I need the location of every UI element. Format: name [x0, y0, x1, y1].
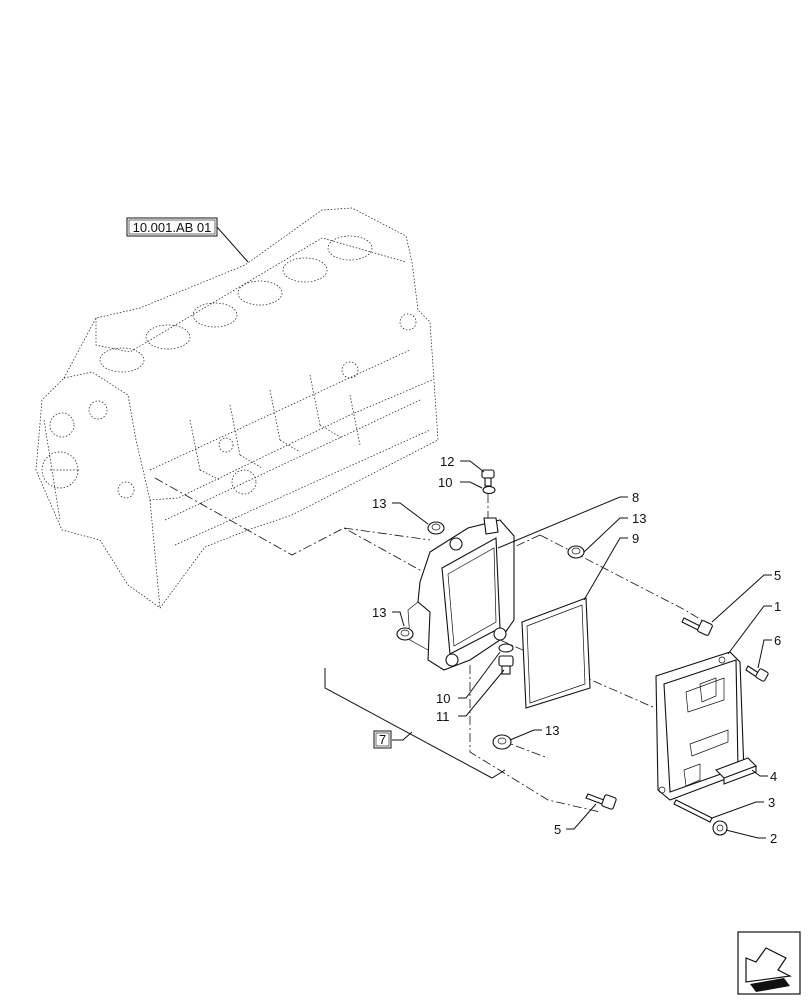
callout-2: 2: [770, 831, 777, 846]
bolt-part-5-lower: [585, 793, 617, 810]
cover-part-4: [715, 757, 757, 785]
bolt-part-5-upper: [681, 617, 713, 636]
gasket-part-9: [521, 597, 591, 709]
callout-13-left-mid: 13: [372, 605, 386, 620]
callout-leaders: [392, 460, 772, 839]
callout-3: 3: [768, 795, 775, 810]
bracket-part-8: [407, 517, 515, 671]
callout-8: 8: [632, 490, 639, 505]
reference-box[interactable]: 10.001.AB 01: [126, 217, 218, 237]
bushings-part-13: [396, 521, 585, 750]
o-ring-part-10-top: [482, 485, 496, 495]
callout-9: 9: [632, 531, 639, 546]
callout-13-left-top: 13: [372, 496, 386, 511]
callout-1: 1: [774, 599, 781, 614]
stud-part-3: [673, 799, 713, 823]
callout-5-upper: 5: [774, 568, 781, 583]
callout-11: 11: [436, 709, 450, 724]
callout-12: 12: [440, 454, 454, 469]
screw-part-6: [745, 665, 769, 682]
callout-10-bottom: 10: [436, 691, 450, 706]
group-label-box[interactable]: 7: [373, 730, 392, 749]
group-bracket-line: [324, 668, 506, 779]
o-ring-part-10-bottom: [498, 643, 514, 653]
screw-part-12: [481, 469, 495, 487]
callout-labels: 12 10 13 8 13 9 5 1 6 13 10 11 13 4 3 5 …: [372, 454, 781, 846]
reference-box-label: 10.001.AB 01: [133, 220, 212, 235]
nut-part-2: [712, 820, 728, 836]
callout-10-top: 10: [438, 475, 452, 490]
callout-6: 6: [774, 633, 781, 648]
callout-4: 4: [770, 769, 777, 784]
callout-13-bottom: 13: [545, 723, 559, 738]
reference-leader-line: [216, 226, 249, 263]
arrow-next-page-icon[interactable]: [737, 931, 801, 995]
plug-part-11: [498, 655, 514, 675]
callout-13-right-top: 13: [632, 511, 646, 526]
group-label-text: 7: [379, 732, 386, 747]
callout-5-lower: 5: [554, 822, 561, 837]
group-label-leader: [392, 731, 413, 741]
engine-block-drawing: [35, 207, 439, 609]
